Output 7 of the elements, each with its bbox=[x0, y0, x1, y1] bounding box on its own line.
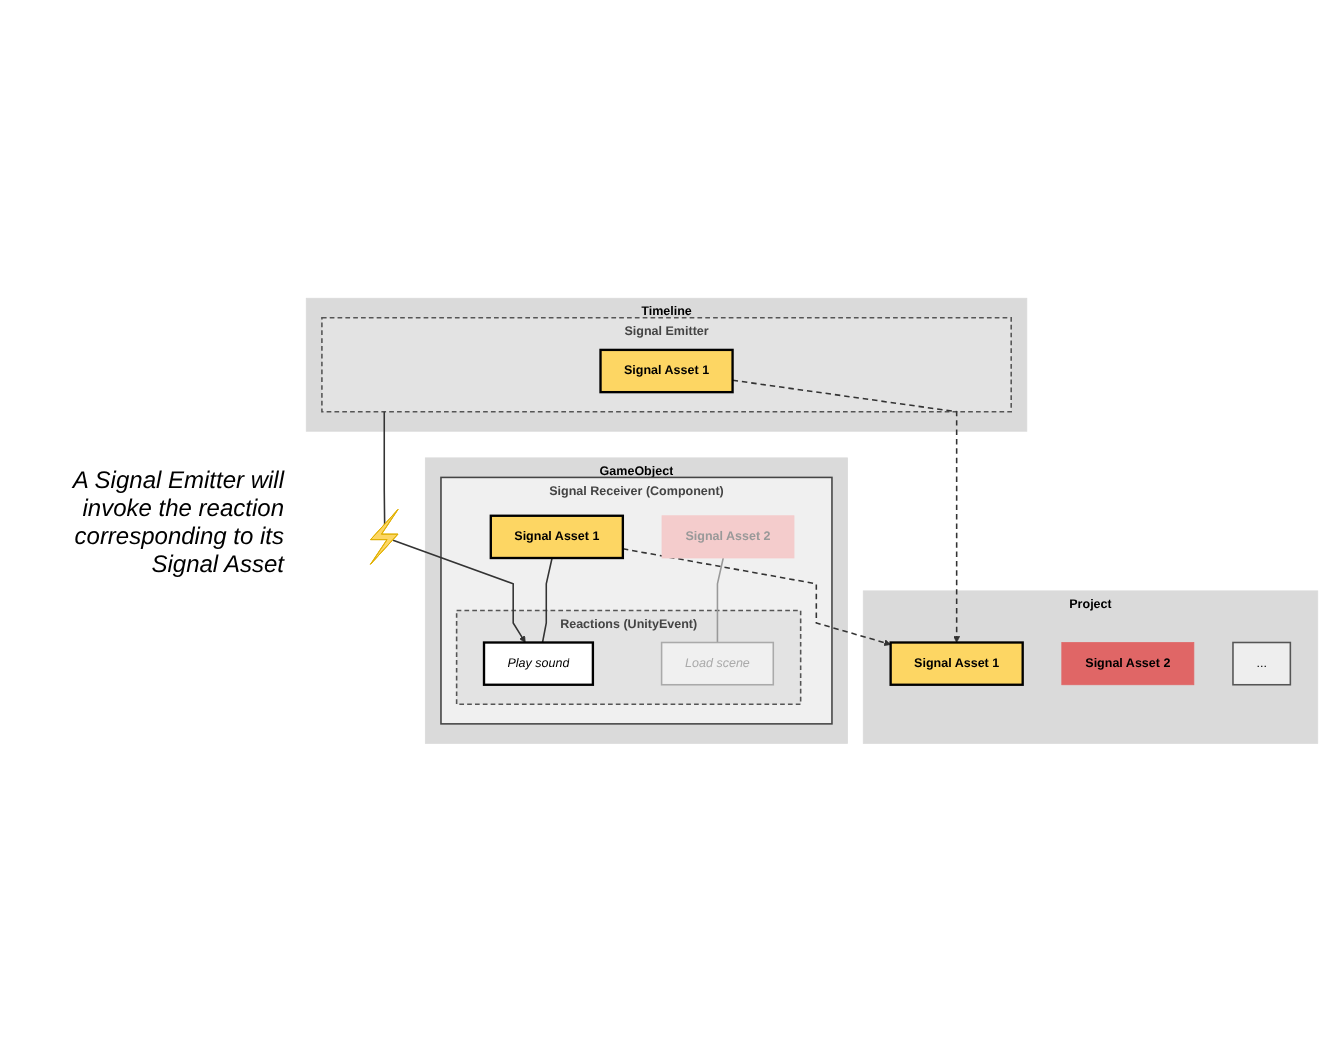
connector bbox=[383, 411, 386, 526]
note-text: A Signal Emitter will invoke the reaction corresponding to its Signal Asset bbox=[70, 465, 284, 577]
arrow bbox=[392, 539, 526, 643]
arrow bbox=[731, 379, 961, 643]
connector bbox=[541, 557, 553, 644]
arrow bbox=[622, 548, 891, 647]
connector bbox=[716, 557, 725, 644]
